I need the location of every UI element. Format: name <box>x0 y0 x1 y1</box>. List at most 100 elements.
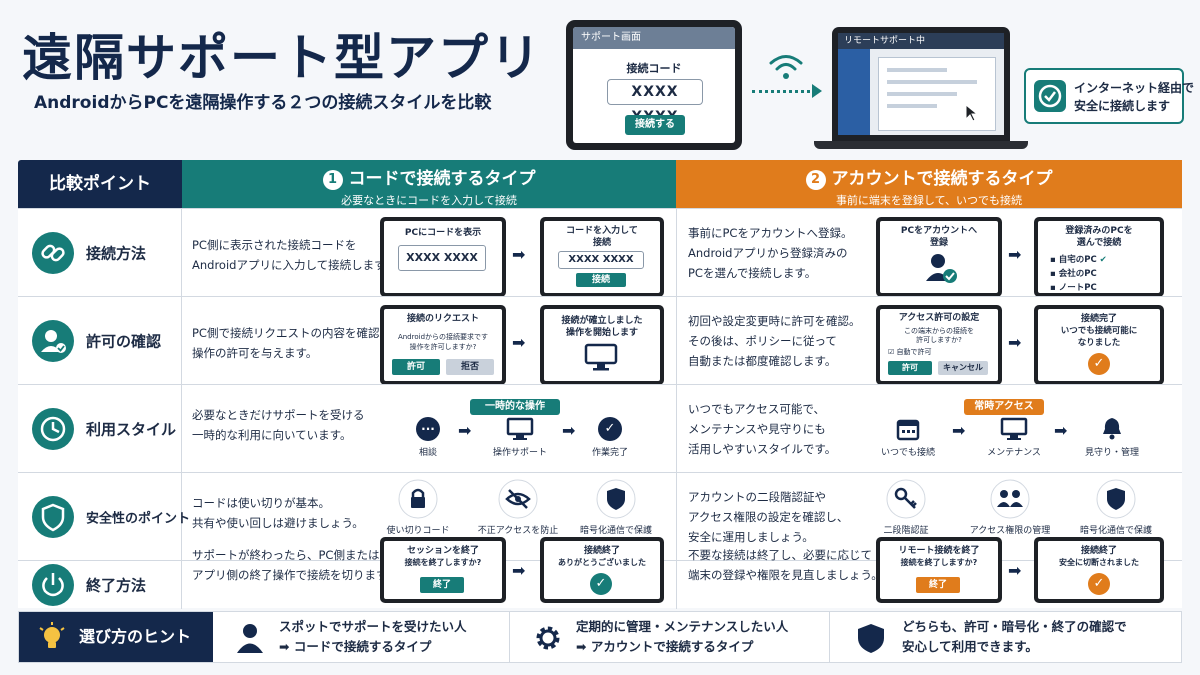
arrow-icon: ➡ <box>458 421 472 440</box>
secure-line2: 安全に接続します <box>1074 99 1171 113</box>
always-on-badge: 常時アクセス <box>964 399 1044 415</box>
connection-line <box>752 90 816 93</box>
arrow-icon: ➡ <box>512 245 526 264</box>
column-subtitle: 必要なときにコードを入力して接続 <box>341 194 517 207</box>
allow-button[interactable]: 許可 <box>392 359 440 375</box>
number-badge: 1 <box>322 170 343 190</box>
screen-register-pc: PCをアカウントへ 登録 <box>876 217 1002 297</box>
allow-button[interactable]: 許可 <box>888 361 932 375</box>
cursor-icon <box>965 104 979 122</box>
code-input[interactable]: XXXX XXXX <box>558 251 644 269</box>
arrow-icon: ➡ <box>1054 421 1068 440</box>
pc-list-item[interactable]: ▪ ノートPC <box>1050 283 1097 293</box>
row-permission: 許可の確認 PC側で接続リクエストの内容を確認し、操作の許可を与えます。 接続の… <box>18 296 1182 385</box>
screen-end-session: セッションを終了 接続を終了しますか? 終了 <box>380 537 506 603</box>
user-icon <box>926 254 957 283</box>
code-display: XXXX XXXX <box>398 245 486 271</box>
monitor-icon <box>584 343 618 371</box>
icon-label: 二段階認証 <box>883 526 929 536</box>
check-icon: ✓ <box>590 573 612 595</box>
arrow-icon: ➡ <box>1008 561 1022 580</box>
row-usage-style: 利用スタイル 必要なときだけサポートを受ける一時的な利用に向いています。 一時的… <box>18 384 1182 472</box>
tip-regular-maintenance: 定期的に管理・メンテナンスしたい人➡ アカウントで接続するタイプ <box>509 612 829 662</box>
tablet-code-field[interactable]: XXXX XXXX <box>607 79 703 125</box>
shield-icon <box>858 624 884 653</box>
page-subtitle: AndroidからPCを遠隔操作する２つの接続スタイルを比較 <box>34 93 492 113</box>
icon-label: 相談 <box>418 448 437 458</box>
user-check-icon <box>32 319 74 362</box>
monitor-icon <box>506 417 534 440</box>
icon-label: 不正アクセスを防止 <box>477 526 559 536</box>
deny-button[interactable]: 拒否 <box>446 359 494 375</box>
row-security: 安全性のポイント コードは使い切りが基本。共有や使い回しは避けましょう。 使い切… <box>18 472 1182 560</box>
screen-connection-request: 接続のリクエスト Androidからの接続要求です 操作を許可しますか? 許可 … <box>380 305 506 385</box>
laptop-header: リモートサポート中 <box>838 33 1004 49</box>
icon-label: 操作サポート <box>492 448 547 458</box>
bell-icon <box>1103 418 1121 440</box>
arrow-icon: ➡ <box>1008 245 1022 264</box>
laptop-sidebar <box>838 49 870 135</box>
arrow-icon: ➡ <box>1008 333 1022 352</box>
page-title: 遠隔サポート型アプリ <box>22 29 542 87</box>
row-label: 接続方法 <box>86 244 147 262</box>
tips-label: 選び方のヒント <box>19 612 213 662</box>
screen-enter-code: コードを入力して 接続 XXXX XXXX 接続 <box>540 217 664 297</box>
row-label: 終了方法 <box>86 576 147 595</box>
row-label: 安全性のポイント <box>86 511 191 526</box>
screen-connection-established: 接続が確立しました 操作を開始します <box>540 305 664 385</box>
column-title: コードで接続するタイプ <box>348 169 536 189</box>
users-icon <box>990 479 1030 519</box>
shield-icon <box>596 479 636 519</box>
secure-connection-note: インターネット経由で安全に接続します <box>1024 68 1194 124</box>
tip-spot-support: スポットでサポートを受けたい人➡ コードで接続するタイプ <box>213 612 509 662</box>
tips-footer: 選び方のヒント スポットでサポートを受けたい人➡ コードで接続するタイプ 定期的… <box>18 611 1182 663</box>
end-button[interactable]: 終了 <box>420 577 464 593</box>
lightbulb-icon <box>39 622 65 648</box>
auto-allow-checkbox[interactable]: ☑ 自動で許可 <box>888 348 932 356</box>
pc-list-item[interactable]: ▪ 会社のPC <box>1050 269 1097 279</box>
check-icon <box>1034 80 1066 112</box>
connection-arrow-icon <box>812 84 822 98</box>
monitor-icon <box>1000 417 1028 440</box>
key-icon <box>886 479 926 519</box>
end-button[interactable]: 終了 <box>916 577 960 593</box>
cancel-button[interactable]: キャンセル <box>938 361 988 375</box>
temporary-badge: 一時的な操作 <box>470 399 560 415</box>
row-description-code: コードは使い切りが基本。共有や使い回しは避けましょう。 <box>192 496 364 530</box>
check-icon: ✓ <box>1088 353 1110 375</box>
icon-label: メンテナンス <box>987 448 1041 458</box>
laptop-device: リモートサポート中 <box>832 27 1010 141</box>
row-label: 利用スタイル <box>86 420 177 438</box>
screen-access-settings: アクセス許可の設定 この端末からの接続を 許可しますか? ☑ 自動で許可 許可 … <box>876 305 1002 385</box>
connect-button[interactable]: 接続 <box>576 273 626 287</box>
check-icon: ✓ <box>598 417 622 441</box>
shield-icon <box>1096 479 1136 519</box>
connect-button[interactable]: 接続する <box>625 115 685 135</box>
secure-line1: インターネット経由で <box>1074 81 1195 95</box>
calendar-icon <box>896 419 920 441</box>
tablet-header: サポート画面 <box>573 27 735 49</box>
column-subtitle: 事前に端末を登録して、いつでも接続 <box>835 194 1023 207</box>
pc-list-item[interactable]: ▪ 自宅のPC ✔ <box>1050 255 1107 265</box>
row-termination: 終了方法 サポートが終わったら、PC側またはアプリ側の終了操作で接続を切ります。… <box>18 537 1182 609</box>
row-description-account: 不要な接続は終了し、必要に応じて端末の登録や権限を見直しましょう。 <box>688 548 883 582</box>
screen-connection-complete: 接続完了 いつでも接続可能に なりました ✓ <box>1034 305 1164 385</box>
shield-icon <box>32 495 74 538</box>
number-badge: 2 <box>805 170 826 190</box>
row-description-account: アカウントの二段階認証やアクセス権限の設定を確認し、安全に運用しましょう。 <box>688 490 849 544</box>
lock-icon <box>398 479 438 519</box>
icon-label: アクセス権限の管理 <box>969 526 1051 536</box>
row-description-code: 必要なときだけサポートを受ける一時的な利用に向いています。 <box>192 408 365 442</box>
tablet-code-label: 接続コード <box>626 62 682 75</box>
laptop-window <box>878 57 996 131</box>
screen-select-pc: 登録済みのPCを 選んで接続 ▪ 自宅のPC ✔ ▪ 会社のPC ▪ ノートPC <box>1034 217 1164 297</box>
arrow-icon: ➡ <box>952 421 966 440</box>
icon-label: 暗号化通信で保護 <box>1079 526 1152 536</box>
label-column-header: 比較ポイント <box>18 160 182 208</box>
icon-label: いつでも接続 <box>880 448 935 458</box>
row-description-code: PC側で接続リクエストの内容を確認し、操作の許可を与えます。 <box>192 326 403 360</box>
